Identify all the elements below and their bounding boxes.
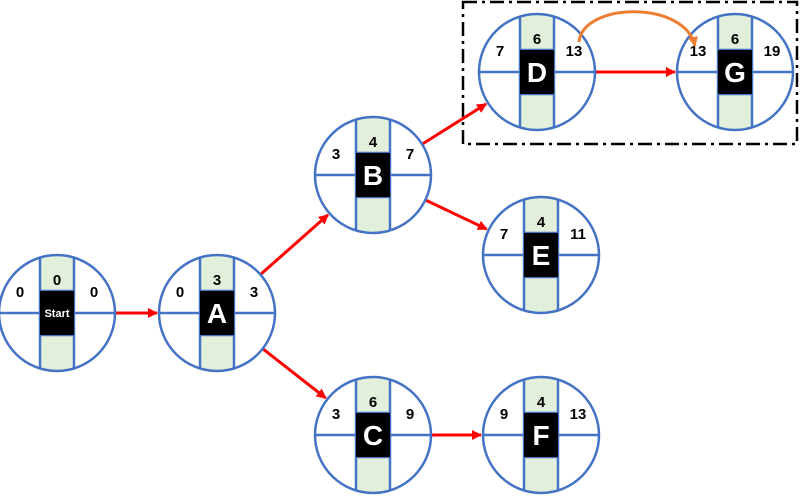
node-early-start: 3 bbox=[332, 146, 340, 163]
node-d: D 6 7 13 bbox=[477, 12, 597, 132]
node-label-box bbox=[718, 50, 752, 94]
node-label-box bbox=[356, 413, 390, 457]
node-duration: 4 bbox=[537, 394, 546, 411]
node-start: Start 0 0 0 bbox=[0, 253, 117, 373]
node-early-start: 9 bbox=[500, 406, 508, 423]
node-early-start: 7 bbox=[500, 226, 508, 243]
node-e: E 4 7 11 bbox=[481, 195, 601, 315]
node-duration: 4 bbox=[369, 134, 378, 151]
node-early-finish: 11 bbox=[570, 226, 586, 243]
edge-b-d bbox=[422, 102, 488, 145]
node-early-finish: 19 bbox=[764, 43, 781, 60]
critical-group-border bbox=[461, 0, 799, 146]
lag-arrow bbox=[577, 10, 698, 47]
node-circle bbox=[313, 115, 433, 235]
node-b: B 4 3 7 bbox=[313, 115, 433, 235]
node-a: A 3 0 3 bbox=[157, 253, 277, 373]
node-early-finish: 0 bbox=[90, 284, 98, 301]
node-label-box bbox=[520, 50, 554, 94]
node-duration: 6 bbox=[369, 394, 377, 411]
node-f: F 4 9 13 bbox=[481, 375, 601, 495]
node-duration: 0 bbox=[53, 272, 61, 289]
node-early-finish: 9 bbox=[406, 406, 414, 423]
node-early-start: 13 bbox=[690, 43, 707, 60]
node-circle bbox=[313, 375, 433, 495]
node-label-box bbox=[524, 413, 558, 457]
node-label: E bbox=[532, 240, 551, 271]
edge-b-e bbox=[425, 199, 488, 231]
node-early-finish: 7 bbox=[406, 146, 414, 163]
node-early-start: 3 bbox=[332, 406, 340, 423]
node-early-start: 7 bbox=[496, 43, 504, 60]
node-circle bbox=[481, 375, 601, 495]
edge-a-c bbox=[262, 348, 327, 400]
node-circle bbox=[675, 12, 795, 132]
node-label: C bbox=[363, 420, 383, 451]
node-duration: 4 bbox=[537, 214, 546, 231]
node-c: C 6 3 9 bbox=[313, 375, 433, 495]
node-circle bbox=[477, 12, 597, 132]
node-label-box bbox=[524, 233, 558, 277]
node-label: A bbox=[207, 298, 227, 329]
node-duration: 3 bbox=[213, 272, 221, 289]
node-circle bbox=[0, 253, 117, 373]
node-label-box bbox=[356, 153, 390, 197]
node-label: B bbox=[363, 160, 383, 191]
node-label-box bbox=[200, 291, 234, 335]
node-duration: 6 bbox=[533, 31, 541, 48]
node-label: F bbox=[532, 420, 549, 451]
node-label: G bbox=[724, 57, 746, 88]
node-label-box bbox=[40, 291, 74, 335]
node-early-start: 0 bbox=[16, 284, 24, 301]
node-circle bbox=[157, 253, 277, 373]
node-label: D bbox=[527, 57, 547, 88]
node-early-finish: 3 bbox=[250, 284, 258, 301]
node-early-finish: 13 bbox=[570, 406, 587, 423]
node-early-start: 0 bbox=[176, 284, 184, 301]
node-label: Start bbox=[44, 308, 69, 320]
edges-layer bbox=[116, 67, 676, 440]
node-duration: 6 bbox=[731, 31, 739, 48]
node-circle bbox=[481, 195, 601, 315]
edge-a-b bbox=[260, 213, 330, 276]
node-g: G 6 13 19 bbox=[675, 12, 795, 132]
node-early-finish: 13 bbox=[566, 43, 583, 60]
